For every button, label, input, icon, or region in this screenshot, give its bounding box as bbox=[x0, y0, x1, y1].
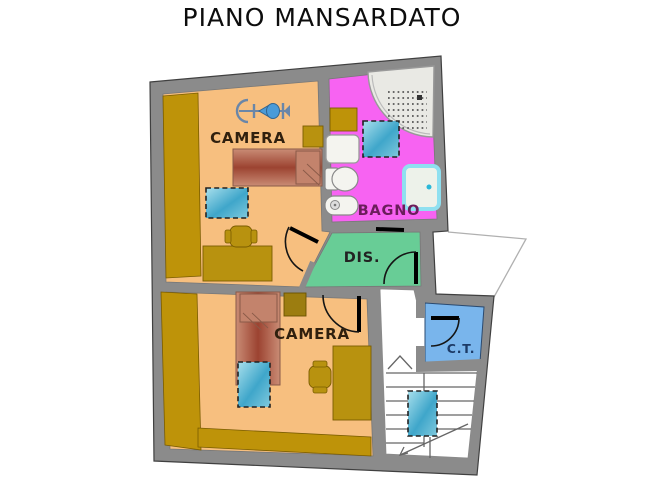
ct-wall-bottom bbox=[416, 359, 481, 372]
washbasin-left bbox=[325, 134, 360, 164]
label-centrale-termica: C.T. bbox=[447, 341, 476, 356]
stairs-up-arrow bbox=[387, 355, 413, 370]
skylight-bottom-camera bbox=[237, 361, 271, 408]
bed-fold-line bbox=[242, 312, 262, 331]
bed-fold-line bbox=[302, 169, 320, 186]
wardrobe-top-camera bbox=[162, 92, 202, 279]
shower bbox=[367, 65, 435, 138]
skylight-top-camera bbox=[205, 187, 249, 219]
door-disimpegno bbox=[383, 251, 418, 285]
label-disimpegno: DIS. bbox=[344, 250, 381, 266]
slanted-wall-stub bbox=[298, 260, 316, 292]
desk-bottom-camera bbox=[332, 345, 372, 421]
label-bagno: BAGNO bbox=[358, 203, 421, 219]
door-camera-bottom bbox=[322, 294, 361, 333]
door-camera-top bbox=[284, 226, 319, 272]
chair-bottom-camera bbox=[308, 360, 332, 394]
stairs-cut-arrow bbox=[398, 446, 409, 456]
skylight-stairs bbox=[407, 390, 438, 437]
bagno-cabinet bbox=[329, 107, 358, 132]
terrace-outline bbox=[447, 231, 528, 298]
bed-fold-line bbox=[306, 163, 322, 178]
nightstand-top-camera bbox=[302, 125, 324, 148]
label-camera-top: CAMERA bbox=[210, 129, 286, 147]
wardrobe-bottom-camera-bottom bbox=[197, 427, 372, 457]
wardrobe-bottom-camera-left bbox=[160, 291, 202, 451]
door-centrale-termica bbox=[430, 316, 460, 347]
desk-top-camera bbox=[202, 245, 273, 282]
shower-rim bbox=[371, 74, 431, 135]
bidet bbox=[324, 195, 359, 216]
skylight-bagno bbox=[362, 120, 400, 158]
pillow-bottom-camera bbox=[239, 293, 278, 323]
toilet bbox=[324, 166, 359, 192]
cabinet-bottom-camera bbox=[283, 292, 307, 317]
ct-wall-upper bbox=[416, 301, 425, 318]
label-camera-bottom: CAMERA bbox=[274, 325, 350, 343]
bed-fold-line bbox=[251, 312, 269, 329]
stairs-cut-line bbox=[399, 423, 469, 456]
pillow-top-camera bbox=[295, 150, 321, 185]
chair-top-camera bbox=[224, 225, 258, 248]
washbasin-right bbox=[402, 164, 441, 211]
page-title: PIANO MANSARDATO bbox=[183, 3, 462, 32]
ceiling-light-icon bbox=[235, 98, 290, 124]
shower-drain bbox=[417, 95, 422, 100]
door-bagno bbox=[375, 227, 405, 232]
